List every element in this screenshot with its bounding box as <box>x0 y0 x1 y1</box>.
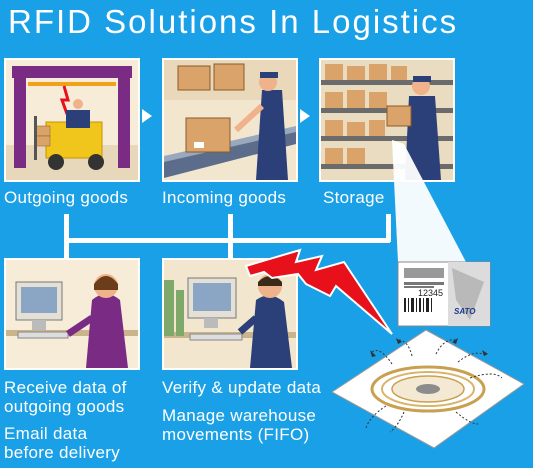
shipping-label-tag: 12345 SATO <box>397 261 491 327</box>
office-worker-illustration <box>4 258 140 370</box>
label-verify: Verify & update data <box>162 378 322 397</box>
barcode-icon <box>404 298 432 312</box>
label-receive-line2: outgoing goods <box>4 397 125 416</box>
connector-horizontal <box>64 238 390 243</box>
storage-illustration <box>319 58 455 182</box>
flow-arrow-2 <box>300 109 310 123</box>
connector-storage <box>386 214 391 242</box>
connector-drop-incoming <box>228 214 233 258</box>
label-manage-line1: Manage warehouse <box>162 406 317 425</box>
lightning-bolt-icon <box>244 248 393 335</box>
connector-drop-outgoing <box>64 214 69 258</box>
label-storage: Storage <box>323 188 385 207</box>
rfid-inlay <box>331 329 525 449</box>
tag-brand-logo: SATO <box>454 307 476 316</box>
rfid-antenna <box>370 365 486 413</box>
label-receive-line1: Receive data of <box>4 378 127 397</box>
diagram-title: RFID Solutions In Logistics <box>8 3 459 40</box>
label-outgoing-goods: Outgoing goods <box>4 188 129 207</box>
rfid-chip-icon <box>416 384 440 394</box>
label-email-line2: before delivery <box>4 443 121 462</box>
warehouse-computer-illustration <box>162 258 298 370</box>
outgoing-goods-illustration <box>4 58 140 182</box>
label-email-line1: Email data <box>4 424 88 443</box>
label-incoming-goods: Incoming goods <box>162 188 287 207</box>
label-manage-line2: movements (FIFO) <box>162 425 310 444</box>
incoming-goods-illustration <box>162 58 298 182</box>
zoom-callout <box>392 140 466 262</box>
flow-arrow-1 <box>142 109 152 123</box>
tag-number: 12345 <box>418 288 443 298</box>
